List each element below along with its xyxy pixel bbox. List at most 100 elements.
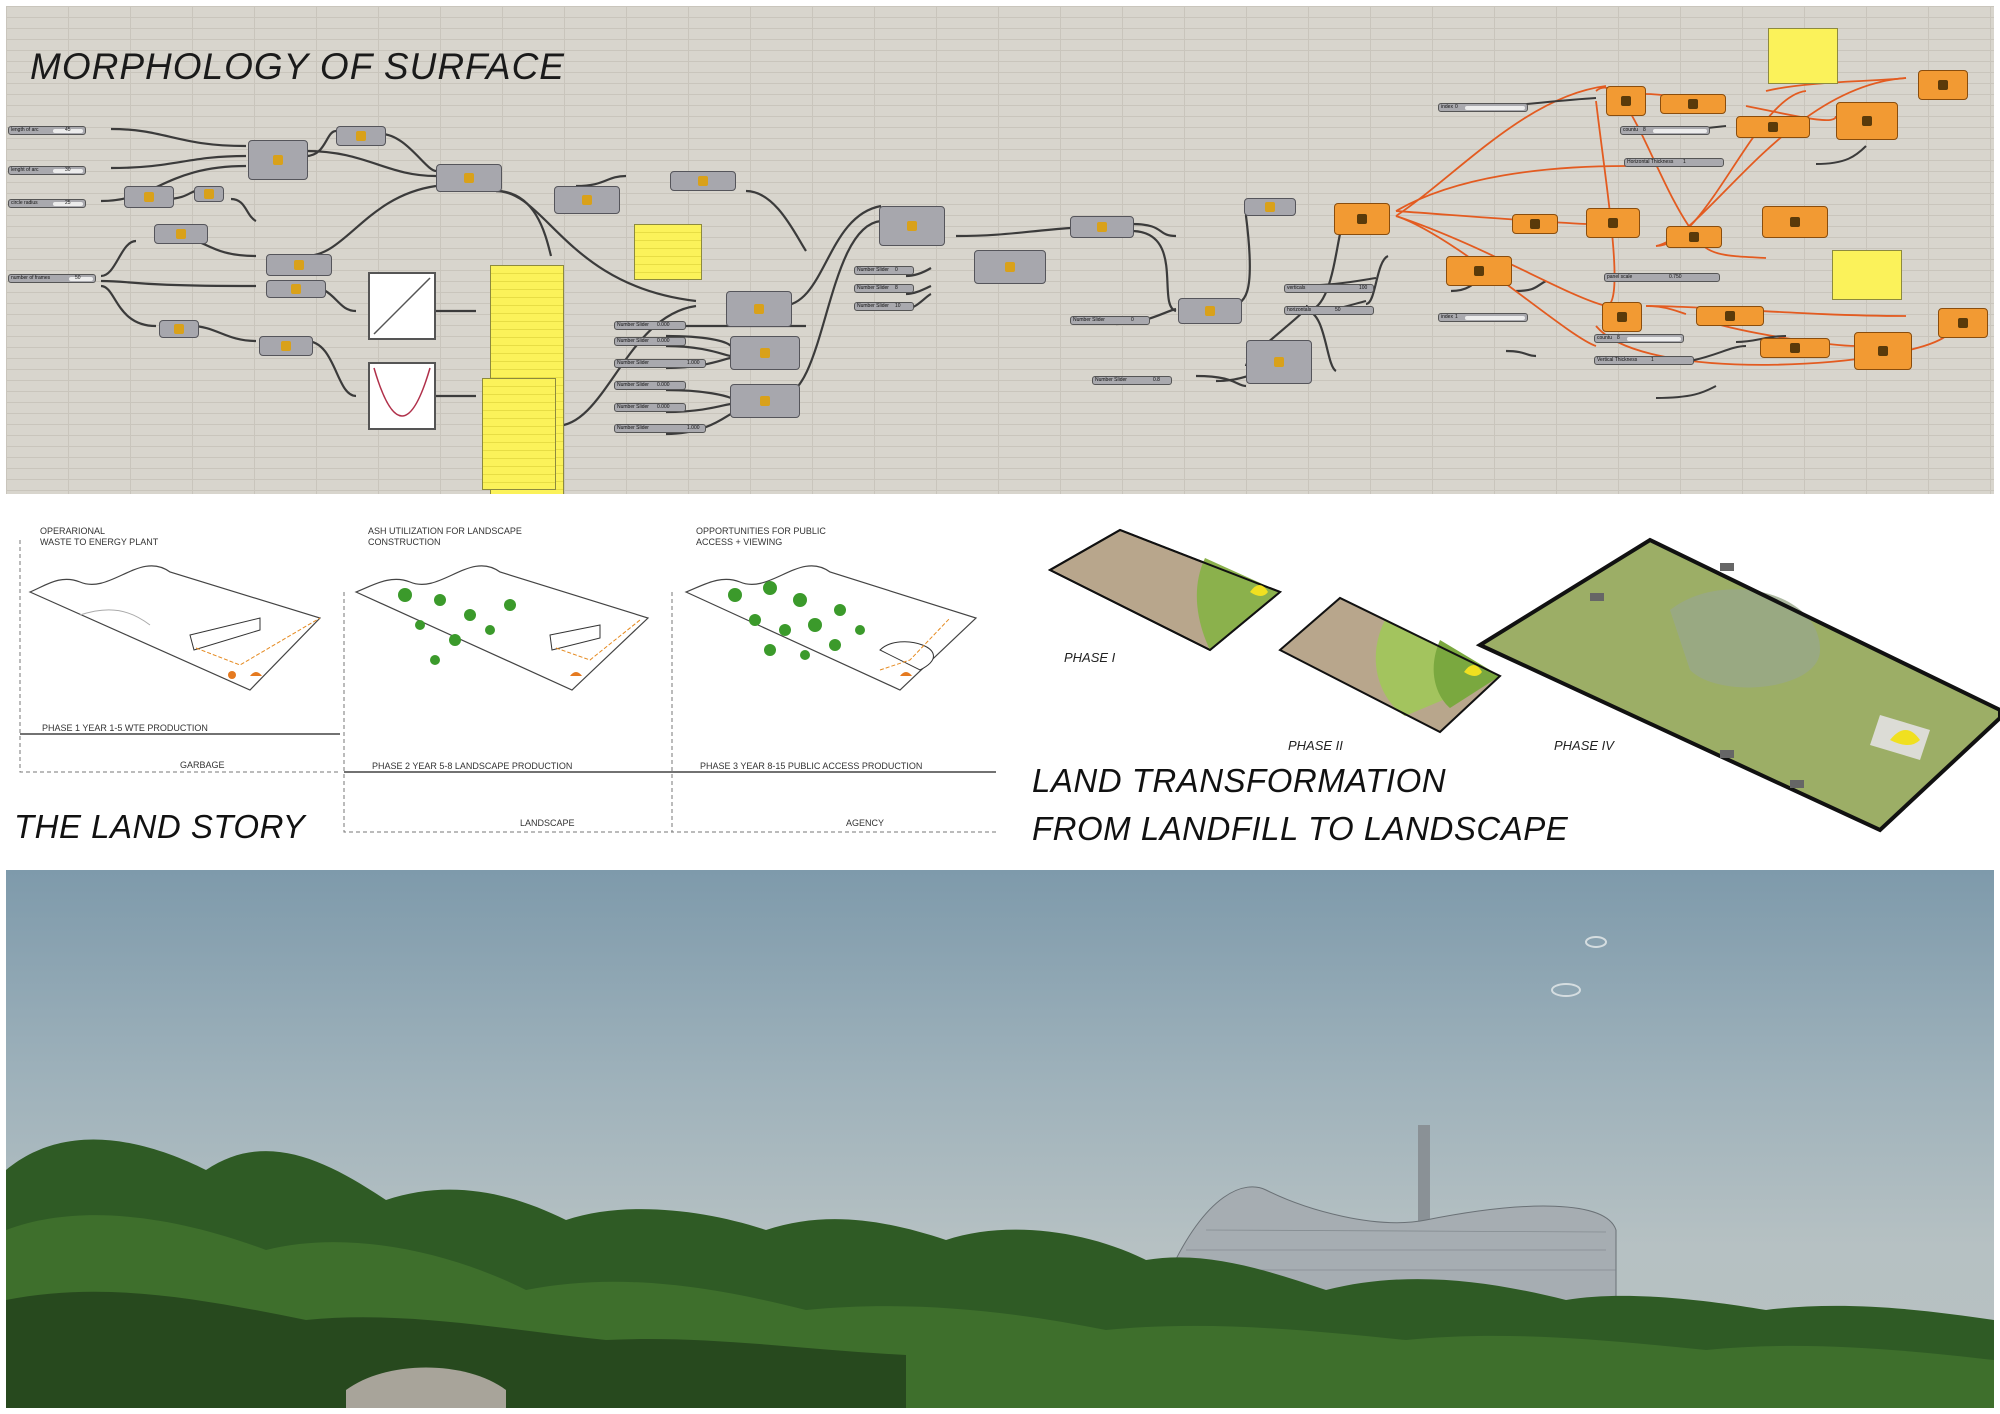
area-icon (356, 131, 366, 141)
point-icon (760, 396, 770, 406)
curve-reverse-component[interactable] (1696, 306, 1764, 326)
scale-icon (1790, 217, 1800, 227)
stage-2-phase: PHASE 2 YEAR 5-8 LANDSCAPE PRODUCTION (372, 761, 573, 771)
expression-icon (204, 189, 214, 199)
transformation-heading-line1: LAND TRANSFORMATION (1032, 762, 1447, 799)
move-component[interactable] (1070, 216, 1134, 238)
negative-component[interactable] (159, 320, 199, 338)
move-icon (1097, 222, 1107, 232)
curve-frame-component[interactable] (1760, 338, 1830, 358)
circle-icon (144, 192, 154, 202)
stage-2-label: LANDSCAPE (520, 818, 575, 828)
rotate-icon (582, 195, 592, 205)
scale-icon (754, 304, 764, 314)
fire-icon (228, 671, 236, 679)
area-component[interactable] (1666, 226, 1722, 248)
transformation-heading-line2: FROM LANDFILL TO LANDSCAPE (1032, 810, 1569, 847)
sweep-component[interactable] (1918, 70, 1968, 100)
expression-component[interactable] (194, 186, 224, 202)
deconstruct-brep-component[interactable] (1586, 208, 1640, 238)
range-component[interactable] (266, 280, 326, 298)
rotate-component[interactable] (554, 186, 620, 214)
rectangle-component[interactable] (1854, 332, 1912, 370)
orient-direction-component[interactable] (879, 206, 945, 246)
output-panel[interactable] (1832, 250, 1902, 300)
canvas-title: MORPHOLOGY OF SURFACE (30, 46, 565, 87)
rectangle-component[interactable] (248, 140, 308, 180)
area-icon (698, 176, 708, 186)
reverse-icon (1688, 99, 1698, 109)
linear-curve (373, 277, 431, 335)
point-icon (760, 348, 770, 358)
frame-icon (294, 260, 304, 270)
deconstruct-brep-component[interactable] (1334, 203, 1390, 235)
loft-component[interactable] (1244, 198, 1296, 216)
graph-mapper-linear[interactable] (368, 272, 436, 340)
area-component[interactable] (336, 126, 386, 146)
curve-frame-component[interactable] (266, 254, 332, 276)
range-component[interactable] (259, 336, 313, 356)
rock (346, 1367, 506, 1408)
isotrim-component[interactable] (1512, 214, 1558, 234)
rectangle-component[interactable] (1836, 102, 1898, 140)
scale-component[interactable] (726, 291, 792, 327)
stage-1-phase: PHASE 1 YEAR 1-5 WTE PRODUCTION (42, 723, 208, 733)
scale-nu-component[interactable] (1246, 340, 1312, 384)
range-icon (281, 341, 291, 351)
orient-icon (907, 221, 917, 231)
area-icon (1689, 232, 1699, 242)
range-component[interactable] (154, 224, 208, 244)
construct-point-component[interactable] (974, 250, 1046, 284)
sweep-component[interactable] (1938, 308, 1988, 338)
scale-component[interactable] (1178, 298, 1242, 324)
parabola-curve (373, 367, 431, 417)
stage-3-phase: PHASE 3 YEAR 8-15 PUBLIC ACCESS PRODUCTI… (700, 761, 923, 771)
curve-reverse-component[interactable] (1660, 94, 1726, 114)
list-item-component[interactable] (1602, 302, 1642, 332)
loft-icon (1265, 202, 1275, 212)
sweep-icon (1938, 80, 1948, 90)
curve-frame-component[interactable] (1736, 116, 1810, 138)
output-panel[interactable] (634, 224, 702, 280)
point-icon (1005, 262, 1015, 272)
brep-icon (1608, 218, 1618, 228)
construct-point-component[interactable] (730, 384, 800, 418)
divide-domain-component[interactable] (1446, 256, 1512, 286)
scale-component[interactable] (1762, 206, 1828, 238)
construct-point-component[interactable] (730, 336, 800, 370)
orient-component[interactable] (436, 164, 502, 192)
circle-component[interactable] (124, 186, 174, 208)
output-panel[interactable] (1768, 28, 1838, 84)
grasshopper-canvas[interactable]: MORPHOLOGY OF SURFACE (6, 6, 1994, 494)
area-component[interactable] (670, 171, 736, 191)
output-panel[interactable] (482, 378, 556, 490)
list-item-component[interactable] (1606, 86, 1646, 116)
frame-icon (1790, 343, 1800, 353)
graph-mapper-parabola[interactable] (368, 362, 436, 430)
landscape-render-photo (6, 870, 1994, 1408)
